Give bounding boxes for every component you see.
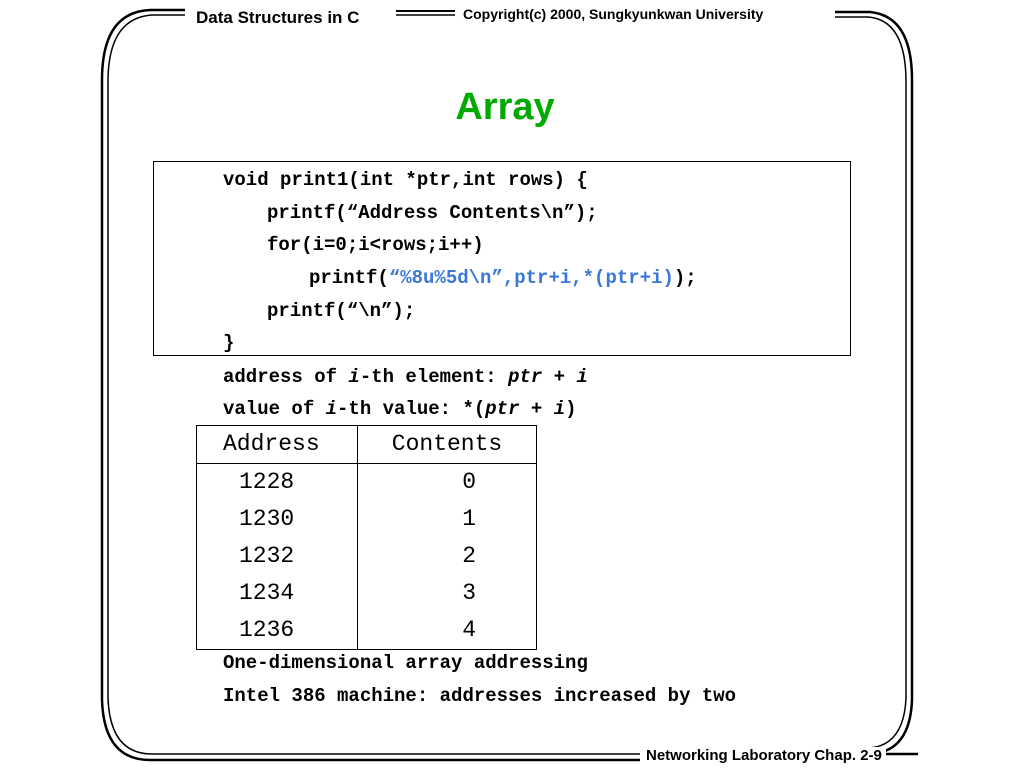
address-cell: 1232 (196, 538, 358, 575)
code-format-args: “%8u%5d\n”,ptr+i,*(ptr+i) (388, 267, 674, 289)
frame-inner-border (107, 14, 640, 755)
contents-cell: 1 (357, 501, 537, 538)
address-cell: 1228 (196, 463, 358, 501)
header-copyright: Copyright(c) 2000, Sungkyunkwan Universi… (459, 6, 768, 22)
value-note: value of i-th value: *(ptr + i) (223, 398, 577, 420)
header-course-title: Data Structures in C (192, 8, 364, 28)
frame-outer-border (100, 8, 640, 762)
column-header-contents: Contents (357, 425, 537, 464)
contents-cell: 3 (357, 575, 537, 612)
address-note: address of i-th element: ptr + i (223, 366, 588, 388)
code-line-3: for(i=0;i<rows;i++) (267, 234, 484, 256)
table-row: 1232 2 (196, 538, 537, 575)
address-contents-table: Address Contents 1228 0 1230 1 1232 2 12… (196, 425, 537, 650)
code-line-5: printf(“\n”); (267, 300, 416, 322)
address-cell: 1234 (196, 575, 358, 612)
table-row: 1234 3 (196, 575, 537, 612)
frame-inner-border-right (835, 16, 907, 749)
code-line-6: } (223, 332, 235, 354)
contents-cell: 2 (357, 538, 537, 575)
code-line-1: void print1(int *ptr,int rows) { (223, 169, 588, 191)
slide-title: Array (455, 86, 555, 128)
table-row: 1230 1 (196, 501, 537, 538)
address-cell: 1236 (196, 612, 358, 650)
table-row: 1228 0 (196, 463, 537, 501)
table-row: 1236 4 (196, 612, 537, 650)
table-header-row: Address Contents (196, 425, 537, 464)
caption-addressing: One-dimensional array addressing (223, 652, 588, 674)
column-header-address: Address (196, 425, 358, 464)
code-line-2: printf(“Address Contents\n”); (267, 202, 598, 224)
code-printf-call: printf( (309, 267, 389, 289)
address-cell: 1230 (196, 501, 358, 538)
code-printf-close: ); (673, 267, 697, 289)
frame-outer-border-right (835, 10, 918, 756)
caption-intel-386: Intel 386 machine: addresses increased b… (223, 685, 737, 707)
footer-chapter: Networking Laboratory Chap. 2-9 (642, 747, 886, 764)
contents-cell: 0 (357, 463, 537, 501)
code-block: void print1(int *ptr,int rows) { printf(… (153, 161, 851, 356)
code-line-4: printf(“%8u%5d\n”,ptr+i,*(ptr+i)); (309, 267, 697, 289)
contents-cell: 4 (357, 612, 537, 650)
